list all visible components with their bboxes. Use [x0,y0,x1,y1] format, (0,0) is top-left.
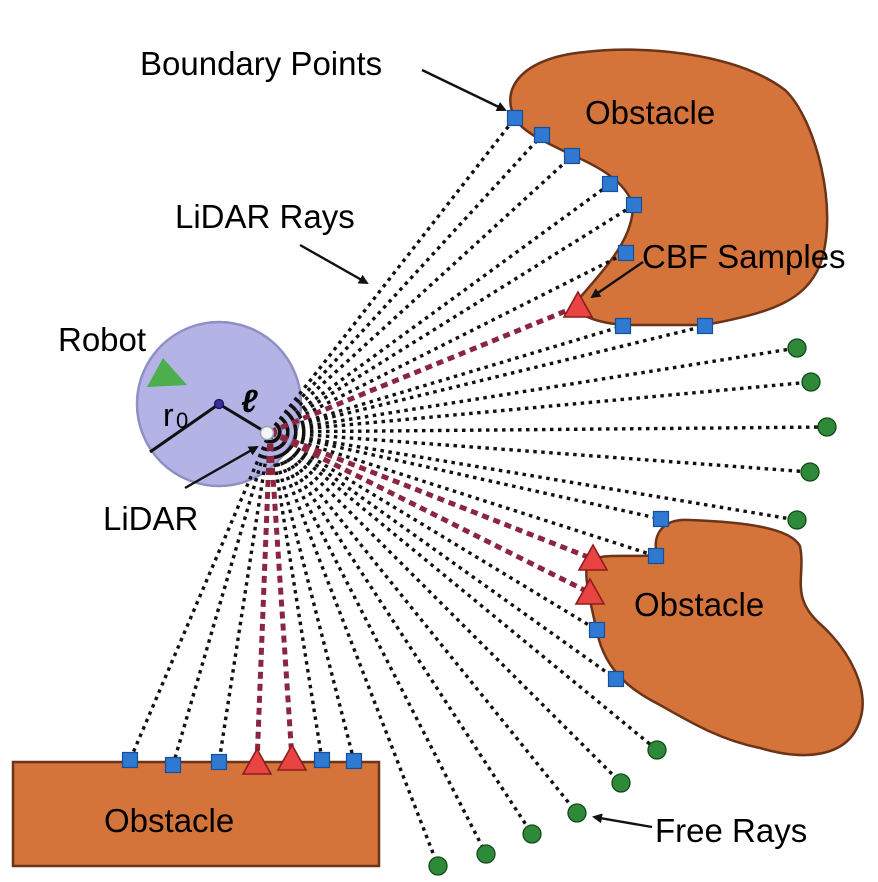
free-ray-endpoint [476,844,496,864]
lidar-ray-free [269,430,798,522]
lidar-ray-boundary [269,430,662,521]
cbf-sample [577,543,609,571]
lidar-ray-boundary [268,133,544,434]
cbf-ray [254,431,273,764]
obstacle-top-label: Obstacle [585,94,715,131]
cbf-sample [276,743,308,771]
lidar-ray-boundary [269,324,706,434]
lidar-ray-boundary [269,430,598,632]
free-rays-label: Free Rays [655,812,807,849]
lidar-rays-arrow [299,243,369,285]
boundary-points-arrow [421,68,507,112]
radius-subscript: 0 [176,408,188,433]
robot-heading-icon [147,358,187,387]
boundary-point [617,244,635,262]
boundary-point [210,753,228,771]
free-ray-endpoint [801,372,821,392]
boundary-point [164,756,182,774]
boundary-point [647,547,665,565]
free-ray-endpoint [611,773,631,793]
boundary-point [506,109,524,127]
lidar-ray-boundary [128,431,272,761]
lidar-sensor-point [259,425,275,441]
free-rays-arrow [592,813,653,829]
lidar-ray-boundary [269,203,635,434]
free-ray-endpoint [428,856,448,876]
obstacle-right-label: Obstacle [634,586,764,623]
boundary-point [696,317,714,335]
obstacle-bottom-shape [11,760,381,868]
boundary-point [563,147,581,165]
ray-markers-group [121,109,837,876]
boundary-point [345,752,363,770]
lidar-ray-boundary [268,431,356,762]
boundary-point [625,196,643,214]
lidar-ray-free [268,431,440,867]
free-ray-endpoint [787,510,807,530]
lidar-ray-free [268,431,488,855]
lidar-ray-boundary [269,430,617,681]
lidar-ray-boundary [269,324,624,434]
lidar-ray-boundary [269,430,657,558]
free-ray-endpoint [817,417,837,437]
radius-line [149,402,220,454]
radius-symbol: r [163,397,174,433]
lidar-ray-boundary [171,431,272,766]
boundary-point [652,510,670,528]
boundary-point [607,670,625,688]
free-ray-endpoint [567,803,587,823]
obstacle-top-shape [509,48,829,327]
obstacle-bottom-label: Obstacle [104,802,234,839]
free-ray-endpoint [800,462,820,482]
lidar-ray-boundary [268,116,517,434]
cbf-ray [269,429,594,562]
lidar-rays-group [128,116,828,867]
lidar-ray-free [269,346,798,434]
boundary-point [121,751,139,769]
lidar-ray-free [269,380,812,434]
boundary-point [601,175,619,193]
cbf-ray [269,303,579,435]
robot-label: Robot [58,321,146,358]
boundary-points-label: Boundary Points [140,45,382,82]
boundary-point [588,621,606,639]
cbf-sample [241,747,273,775]
free-ray-endpoint [647,740,667,760]
boundary-point [313,751,331,769]
cbf-ray [268,429,592,596]
lidar-label: LiDAR [103,500,198,537]
free-ray-endpoint [522,824,542,844]
lidar-arrow [184,445,259,490]
cbf-sample [574,577,606,605]
robot-center-point [213,398,225,410]
cbf-ray [267,431,295,760]
lidar-rays-label: LiDAR Rays [175,198,355,235]
cbf-samples-label: CBF Samples [642,238,846,275]
lidar-ray-free [268,430,623,785]
cbf-samples-arrow [590,261,644,299]
lidar-ray-boundary [268,182,612,434]
lidar-ray-free [268,430,579,815]
boundary-point [533,126,551,144]
free-ray-endpoint [787,338,807,358]
lidar-ray-boundary [268,431,324,761]
offset-line [218,402,268,435]
lidar-ray-free [268,430,659,752]
lidar-ray-free [269,430,811,474]
offset-symbol: ℓ [241,383,258,419]
cbf-sample [562,290,594,318]
obstacle-right-shape [585,518,864,757]
lidar-ray-free [269,425,828,434]
lidar-ray-boundary [269,251,627,434]
boundary-point [614,317,632,335]
